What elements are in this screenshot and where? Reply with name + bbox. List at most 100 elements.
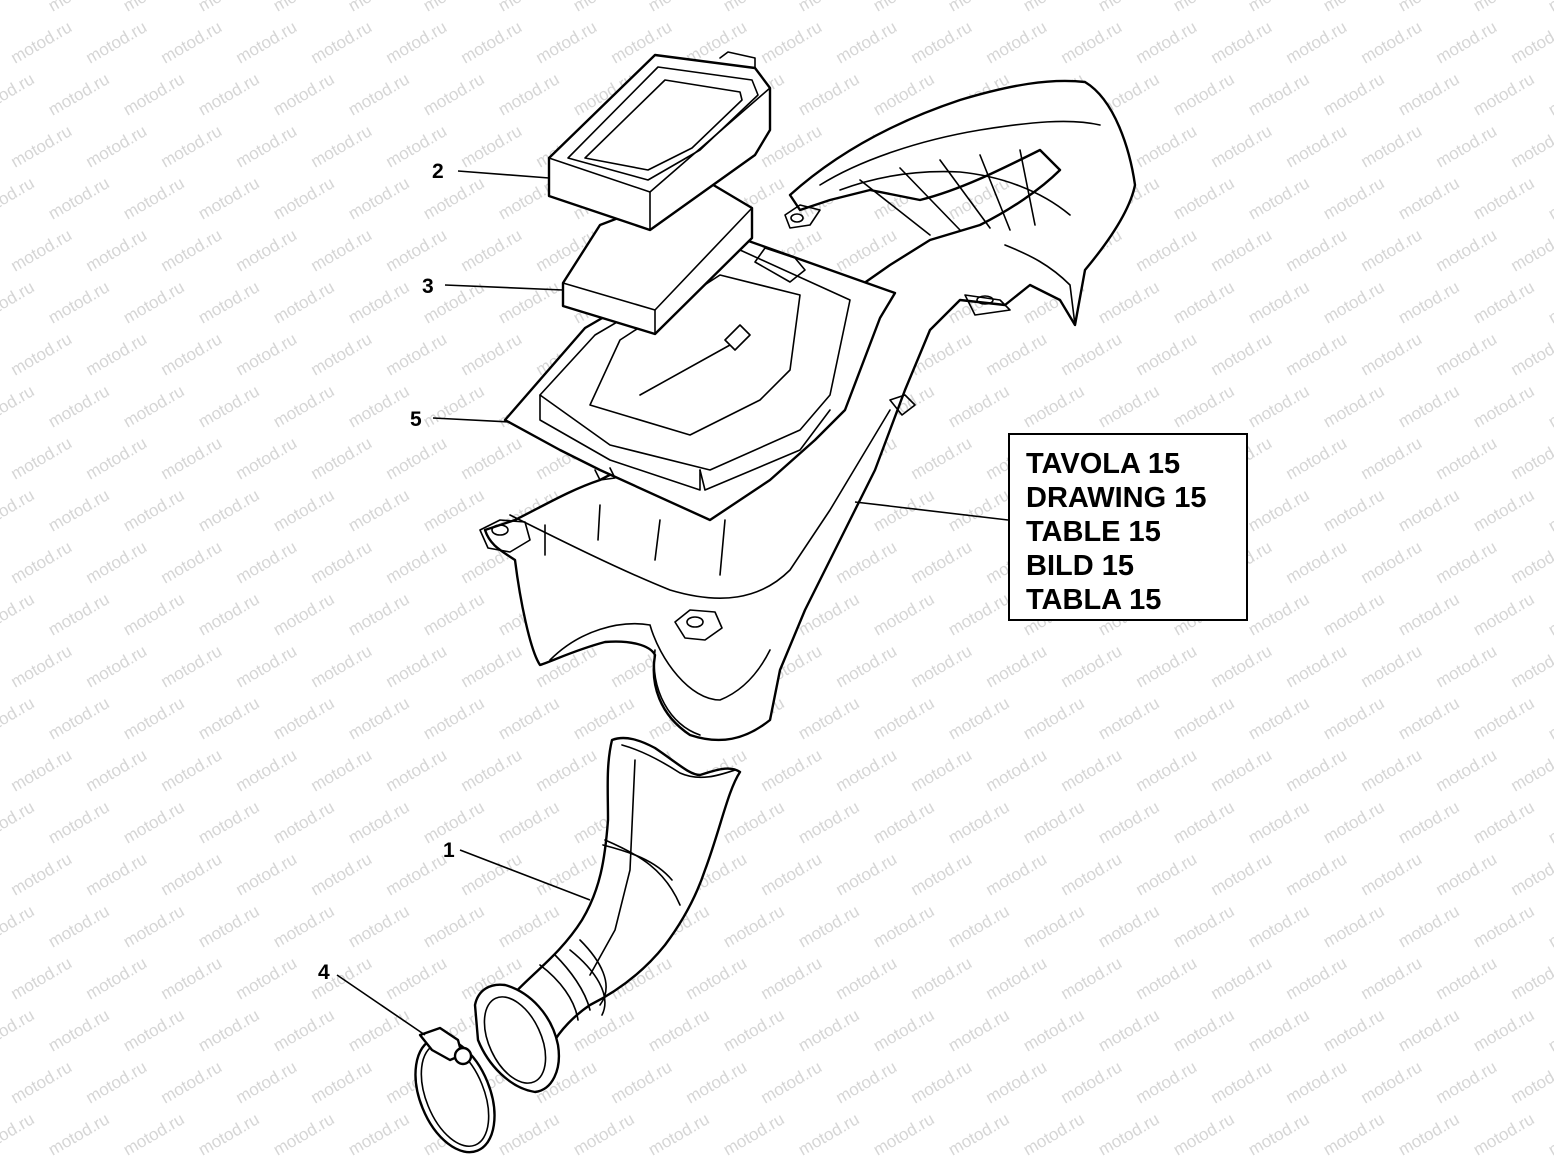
- watermark-text: motod.ru: [1283, 641, 1351, 691]
- watermark-text: motod.ru: [458, 641, 526, 691]
- part-1-intake-duct: [473, 736, 742, 1094]
- watermark-text: motod.ru: [1433, 433, 1501, 483]
- watermark-text: motod.ru: [1095, 797, 1163, 847]
- watermark-text: motod.ru: [1170, 69, 1238, 119]
- watermark-text: motod.ru: [383, 537, 451, 587]
- watermark-text: motod.ru: [1470, 1109, 1538, 1159]
- watermark-text: motod.ru: [1133, 953, 1201, 1003]
- watermark-text: motod.ru: [1508, 17, 1554, 67]
- watermark-text: motod.ru: [1283, 1161, 1351, 1166]
- reference-line-bild: BILD 15: [1026, 550, 1134, 582]
- watermark-text: motod.ru: [83, 953, 151, 1003]
- watermark-text: motod.ru: [1508, 1161, 1554, 1166]
- watermark-text: motod.ru: [270, 1109, 338, 1159]
- watermark-text: motod.ru: [1245, 381, 1313, 431]
- watermark-text: motod.ru: [45, 797, 113, 847]
- watermark-text: motod.ru: [1545, 0, 1554, 15]
- watermark-text: motod.ru: [1170, 277, 1238, 327]
- callout-5: 5: [410, 408, 422, 431]
- watermark-text: motod.ru: [158, 121, 226, 171]
- watermark-text: motod.ru: [8, 17, 76, 67]
- watermark-text: motod.ru: [158, 1161, 226, 1166]
- watermark-text: motod.ru: [83, 849, 151, 899]
- watermark-text: motod.ru: [195, 901, 263, 951]
- part-4-hose-clamp: [414, 1026, 496, 1154]
- watermark-text: motod.ru: [1358, 849, 1426, 899]
- watermark-text: motod.ru: [345, 381, 413, 431]
- watermark-text: motod.ru: [833, 537, 901, 587]
- watermark-text: motod.ru: [1545, 277, 1554, 327]
- watermark-text: motod.ru: [120, 1005, 188, 1055]
- watermark-text: motod.ru: [533, 745, 601, 795]
- watermark-text: motod.ru: [908, 433, 976, 483]
- watermark-text: motod.ru: [983, 745, 1051, 795]
- watermark-text: motod.ru: [1358, 121, 1426, 171]
- watermark-text: motod.ru: [158, 329, 226, 379]
- watermark-text: motod.ru: [45, 1005, 113, 1055]
- watermark-text: motod.ru: [1133, 121, 1201, 171]
- watermark-text: motod.ru: [383, 1161, 451, 1166]
- watermark-text: motod.ru: [1470, 0, 1538, 15]
- watermark-text: motod.ru: [1508, 1057, 1554, 1107]
- watermark-text: motod.ru: [383, 17, 451, 67]
- watermark-text: motod.ru: [308, 329, 376, 379]
- watermark-text: motod.ru: [495, 1109, 563, 1159]
- watermark-text: motod.ru: [720, 0, 788, 15]
- watermark-text: motod.ru: [1245, 693, 1313, 743]
- watermark-text: motod.ru: [795, 1005, 863, 1055]
- watermark-text: motod.ru: [158, 1057, 226, 1107]
- watermark-text: motod.ru: [233, 329, 301, 379]
- watermark-text: motod.ru: [1095, 0, 1163, 15]
- watermark-text: motod.ru: [1058, 1057, 1126, 1107]
- watermark-text: motod.ru: [120, 589, 188, 639]
- watermark-text: motod.ru: [1245, 277, 1313, 327]
- watermark-text: motod.ru: [0, 901, 38, 951]
- watermark-text: motod.ru: [1058, 329, 1126, 379]
- watermark-text: motod.ru: [270, 485, 338, 535]
- watermark-text: motod.ru: [645, 1005, 713, 1055]
- watermark-text: motod.ru: [1020, 797, 1088, 847]
- watermark-text: motod.ru: [1133, 1057, 1201, 1107]
- watermark-text: motod.ru: [1208, 745, 1276, 795]
- watermark-text: motod.ru: [0, 173, 38, 223]
- watermark-text: motod.ru: [908, 537, 976, 587]
- watermark-text: motod.ru: [420, 381, 488, 431]
- watermark-text: motod.ru: [1133, 641, 1201, 691]
- watermark-text: motod.ru: [233, 121, 301, 171]
- watermark-text: motod.ru: [795, 901, 863, 951]
- watermark-text: motod.ru: [233, 849, 301, 899]
- watermark-text: motod.ru: [8, 433, 76, 483]
- watermark-text: motod.ru: [8, 745, 76, 795]
- watermark-text: motod.ru: [795, 797, 863, 847]
- watermark-text: motod.ru: [1433, 1161, 1501, 1166]
- watermark-text: motod.ru: [1470, 693, 1538, 743]
- watermark-text: motod.ru: [1358, 537, 1426, 587]
- watermark-text: motod.ru: [570, 0, 638, 15]
- watermark-text: motod.ru: [1208, 849, 1276, 899]
- watermark-text: motod.ru: [458, 745, 526, 795]
- watermark-text: motod.ru: [870, 0, 938, 15]
- watermark-text: motod.ru: [195, 1109, 263, 1159]
- watermark-text: motod.ru: [1470, 485, 1538, 535]
- watermark-text: motod.ru: [1133, 17, 1201, 67]
- watermark-text: motod.ru: [0, 1005, 38, 1055]
- watermark-text: motod.ru: [8, 849, 76, 899]
- watermark-text: motod.ru: [345, 0, 413, 15]
- watermark-text: motod.ru: [570, 693, 638, 743]
- watermark-text: motod.ru: [1358, 225, 1426, 275]
- reference-line-drawing: DRAWING 15: [1026, 482, 1207, 514]
- watermark-text: motod.ru: [45, 1109, 113, 1159]
- watermark-text: motod.ru: [533, 1161, 601, 1166]
- watermark-text: motod.ru: [83, 537, 151, 587]
- watermark-text: motod.ru: [908, 1161, 976, 1166]
- watermark-text: motod.ru: [533, 849, 601, 899]
- watermark-text: motod.ru: [233, 433, 301, 483]
- watermark-text: motod.ru: [1245, 797, 1313, 847]
- watermark-text: motod.ru: [1245, 173, 1313, 223]
- watermark-text: motod.ru: [1283, 17, 1351, 67]
- watermark-text: motod.ru: [758, 849, 826, 899]
- watermark-text: motod.ru: [1208, 953, 1276, 1003]
- watermark-text: motod.ru: [1395, 1005, 1463, 1055]
- watermark-text: motod.ru: [1395, 277, 1463, 327]
